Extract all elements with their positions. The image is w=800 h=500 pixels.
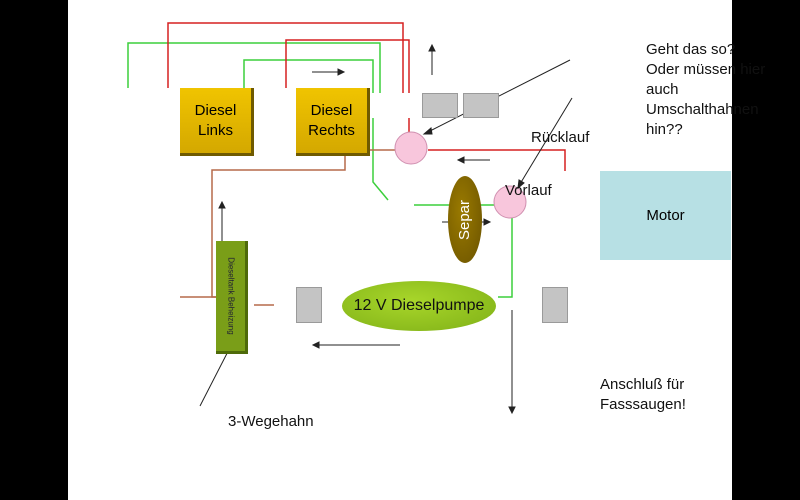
return-line-right-tank [285, 39, 410, 93]
heater-label: Dieseltank Beheizung [226, 257, 236, 335]
anschluss-callout: Anschluß für Fasssaugen! [600, 375, 686, 415]
callout-pointer-return [427, 59, 571, 133]
question-line-1: Geht das so? [646, 41, 736, 58]
motor-block: Motor [600, 171, 731, 260]
pump-label: 12 V Dieselpumpe [353, 297, 485, 314]
question-line-2: Oder müssen hier [646, 61, 766, 78]
diesel-pump: 12 V Dieselpumpe [342, 281, 496, 331]
separator-label: Separ [456, 199, 473, 240]
diesel-tank-left: Diesel Links [180, 88, 254, 156]
question-line-5: hin?? [646, 121, 683, 138]
question-line-4: Umschalthahnen [646, 101, 759, 118]
diagram-canvas: Diesel Links Diesel Rechts Motor Separ 1… [68, 0, 765, 500]
junction-supply [493, 185, 527, 219]
tank-heater: Dieseltank Beheizung [216, 241, 248, 354]
diesel-tank-right: Diesel Rechts [296, 88, 370, 156]
junction-return [394, 131, 428, 165]
question-callout: Geht das so? Oder müssen hier auch Umsch… [646, 40, 765, 140]
motor-label: Motor [646, 206, 685, 224]
callout-pointer-supply [519, 97, 573, 185]
wegehahn-label: 3-Wegehahn [228, 413, 314, 430]
vorlauf-label: Vorlauf [505, 182, 552, 199]
supply-line-left-tank [127, 42, 381, 93]
anschluss-line-2: Fasssaugen! [600, 396, 686, 413]
anschluss-line-1: Anschluß für [600, 376, 685, 393]
valve-top-right [463, 93, 499, 118]
return-line-left-tank [167, 22, 404, 93]
diesel-tank-right-label: Diesel Rechts [308, 101, 355, 139]
supply-line-motor-to-valve [498, 217, 513, 298]
return-line-motor [428, 149, 566, 171]
valve-top-left [422, 93, 458, 118]
separator: Separ [448, 176, 482, 263]
diesel-tank-left-label: Diesel Links [194, 101, 237, 139]
supply-line-right-tank [243, 59, 374, 93]
three-way-valve [296, 287, 322, 323]
supply-line-to-separator [372, 118, 389, 201]
valve-bottom-right [542, 287, 568, 323]
ruecklauf-label: Rücklauf [531, 129, 590, 146]
question-line-3: auch [646, 81, 679, 98]
